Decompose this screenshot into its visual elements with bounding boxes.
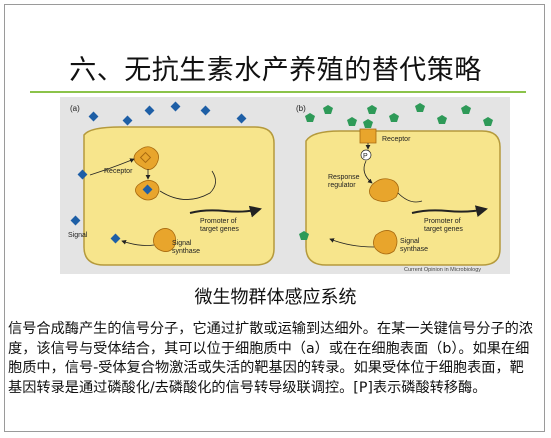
panel-a-synthase (153, 228, 176, 252)
panel-a: (a) Receptor Promoter of target genes (68, 101, 275, 266)
panel-a-signal-label: Signal (68, 232, 88, 239)
panel-b-response-regulator (369, 178, 399, 202)
panel-a-label: (a) (70, 104, 80, 113)
title-divider (30, 91, 526, 93)
panel-a-dna (189, 205, 262, 218)
panel-a-receptor (133, 146, 159, 170)
body-paragraph: 信号合成酶产生的信号分子，它通过扩散或运输到达细外。在某一关键信号分子的浓度，该… (8, 321, 533, 396)
panel-b-regulator-label-2: regulator (328, 182, 356, 189)
panel-b-promoter-label-2: target genes (424, 226, 463, 233)
panel-b-signals-outside (299, 103, 493, 240)
panel-a-signal-entering (77, 169, 88, 180)
panel-b-receptor-label: Receptor (382, 136, 411, 143)
panel-b-cell (305, 130, 501, 266)
panel-a-synthase-label-1: Signal (172, 240, 192, 247)
panel-a-receptor-label: Receptor (104, 168, 133, 175)
panel-b-receptor (359, 128, 377, 144)
panel-a-promoter-label-1: Promoter of (200, 218, 237, 225)
panel-a-synthase-label-2: synthase (172, 248, 200, 255)
slide-frame (4, 4, 545, 432)
panel-b-regulator-label-1: Response (328, 174, 360, 181)
panel-b-dna (411, 205, 488, 218)
panel-a-promoter-label-2: target genes (200, 226, 239, 233)
quorum-sensing-figure: (a) Receptor Promoter of target genes (60, 97, 510, 274)
panel-b-synthase-label-1: Signal (400, 238, 420, 245)
figure-caption: 微生物群体感应系统 (194, 287, 357, 308)
panel-b-synthase (373, 230, 398, 255)
figure-credit: Current Opinion in Microbiology (404, 267, 481, 273)
slide-title: 六、无抗生素水产养殖的替代策略 (69, 55, 482, 86)
panel-b-label: (b) (296, 104, 306, 113)
panel-b: (b) Receptor P Response regulator Promot… (296, 103, 501, 266)
panel-b-phosphate (360, 149, 372, 161)
panel-b-p-label: P (363, 153, 368, 160)
panel-b-synthase-label-2: synthase (400, 246, 428, 253)
panel-b-promoter-label-1: Promoter of (424, 218, 461, 225)
